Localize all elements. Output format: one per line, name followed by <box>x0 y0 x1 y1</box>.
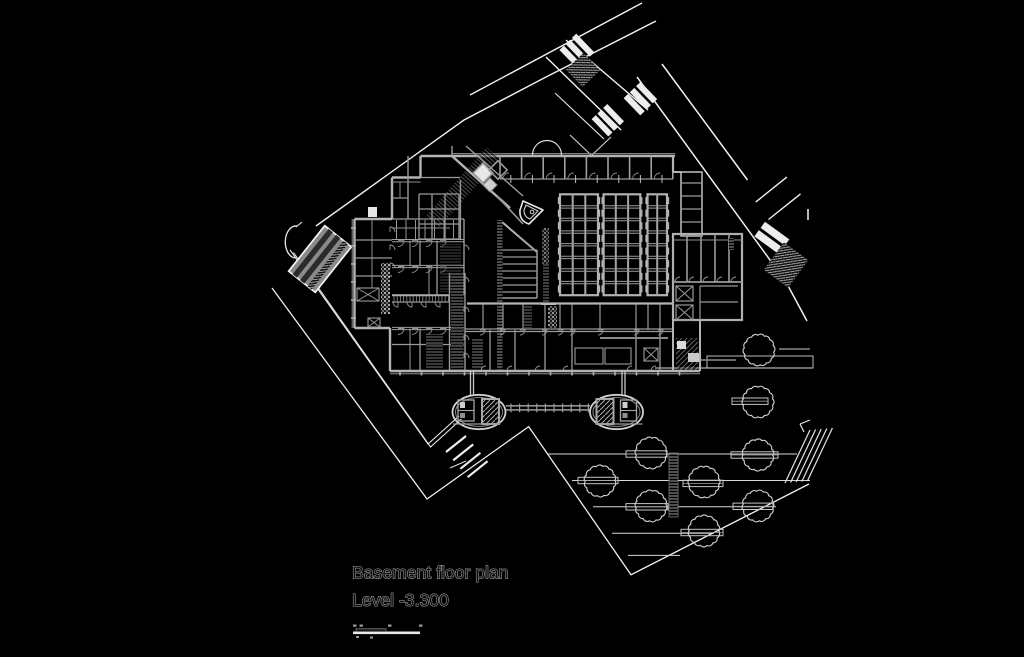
svg-text:Level -3.300: Level -3.300 <box>352 590 449 610</box>
svg-text:Basement floor plan: Basement floor plan <box>352 563 508 583</box>
